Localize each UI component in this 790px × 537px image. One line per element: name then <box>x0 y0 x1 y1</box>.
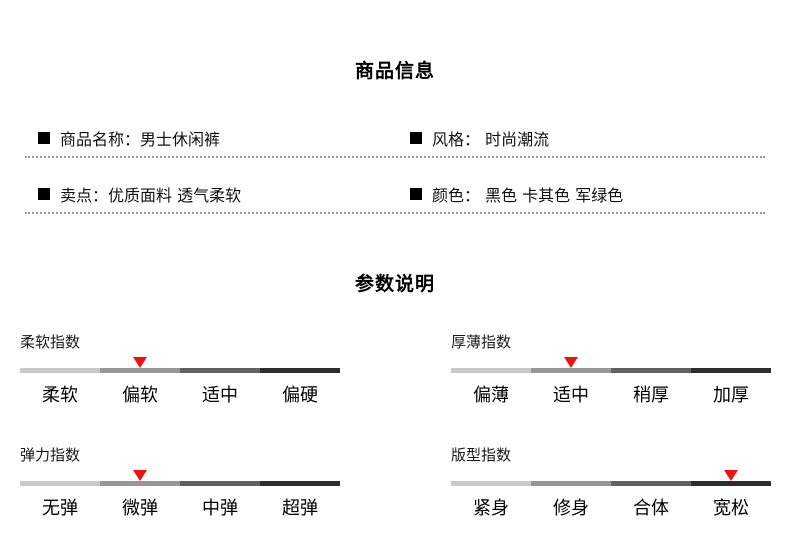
product-info-grid: 商品名称：男士休闲裤 风格： 时尚潮流 卖点：优质面料 透气柔软 颜色： 黑色 … <box>25 120 765 214</box>
tick-label: 修身 <box>553 498 589 519</box>
track-segment <box>531 481 611 486</box>
slider-fit-index: 版型指数 紧身 修身 合体 宽松 <box>451 446 771 519</box>
tick-label: 微弹 <box>122 498 158 519</box>
bullet-square-icon <box>38 132 50 144</box>
bullet-square-icon <box>410 188 422 200</box>
marker-triangle-icon <box>564 357 578 368</box>
slider-ticks: 偏薄 适中 稍厚 加厚 <box>451 386 771 406</box>
slider-title: 弹力指数 <box>20 446 81 464</box>
slider-ticks: 柔软 偏软 适中 偏硬 <box>20 386 340 406</box>
tick-label: 加厚 <box>713 385 749 406</box>
info-cell-selling-point: 卖点：优质面料 透气柔软 <box>25 182 410 206</box>
info-row: 商品名称：男士休闲裤 风格： 时尚潮流 <box>25 120 765 158</box>
slider-elasticity-index: 弹力指数 无弹 微弹 中弹 超弹 <box>20 446 340 519</box>
info-row: 卖点：优质面料 透气柔软 颜色： 黑色 卡其色 军绿色 <box>25 176 765 214</box>
tick-label: 适中 <box>553 385 589 406</box>
slider-title: 柔软指数 <box>20 333 81 351</box>
track-segment <box>611 368 691 373</box>
info-cell-style: 风格： 时尚潮流 <box>410 126 765 150</box>
marker-triangle-icon <box>133 357 147 368</box>
tick-label: 柔软 <box>42 385 78 406</box>
track-segment <box>451 481 531 486</box>
track-segment <box>260 481 340 486</box>
track-segment <box>180 481 260 486</box>
track-segment <box>611 481 691 486</box>
tick-label: 宽松 <box>713 498 749 519</box>
color-text: 颜色： 黑色 卡其色 军绿色 <box>432 186 624 205</box>
slider-ticks: 紧身 修身 合体 宽松 <box>451 499 771 519</box>
track-segment <box>100 481 180 486</box>
track-segment <box>691 481 771 486</box>
slider-track <box>451 481 771 486</box>
track-segment <box>531 368 611 373</box>
info-cell-product-name: 商品名称：男士休闲裤 <box>25 126 410 150</box>
style-text: 风格： 时尚潮流 <box>432 130 550 149</box>
tick-label: 适中 <box>202 385 238 406</box>
tick-label: 偏软 <box>122 385 158 406</box>
bullet-square-icon <box>410 132 422 144</box>
bullet-square-icon <box>38 188 50 200</box>
track-segment <box>260 368 340 373</box>
track-segment <box>691 368 771 373</box>
parameters-title: 参数说明 <box>354 273 435 295</box>
slider-ticks: 无弹 微弹 中弹 超弹 <box>20 499 340 519</box>
product-name-text: 商品名称：男士休闲裤 <box>60 130 221 149</box>
product-info-title: 商品信息 <box>354 60 435 82</box>
slider-track <box>20 368 340 373</box>
tick-label: 稍厚 <box>633 385 669 406</box>
tick-label: 偏薄 <box>473 385 509 406</box>
tick-label: 超弹 <box>282 498 318 519</box>
slider-track <box>20 481 340 486</box>
track-segment <box>20 481 100 486</box>
tick-label: 紧身 <box>473 498 509 519</box>
tick-label: 合体 <box>633 498 669 519</box>
slider-title: 厚薄指数 <box>451 333 512 351</box>
selling-point-text: 卖点：优质面料 透气柔软 <box>60 186 242 205</box>
tick-label: 中弹 <box>202 498 238 519</box>
track-segment <box>100 368 180 373</box>
slider-softness-index: 柔软指数 柔软 偏软 适中 偏硬 <box>20 333 340 406</box>
tick-label: 偏硬 <box>282 385 318 406</box>
track-segment <box>20 368 100 373</box>
tick-label: 无弹 <box>42 498 78 519</box>
slider-thickness-index: 厚薄指数 偏薄 适中 稍厚 加厚 <box>451 333 771 406</box>
marker-triangle-icon <box>724 470 738 481</box>
track-segment <box>180 368 260 373</box>
track-segment <box>451 368 531 373</box>
info-cell-color: 颜色： 黑色 卡其色 军绿色 <box>410 182 765 206</box>
slider-title: 版型指数 <box>451 446 512 464</box>
slider-track <box>451 368 771 373</box>
marker-triangle-icon <box>133 470 147 481</box>
